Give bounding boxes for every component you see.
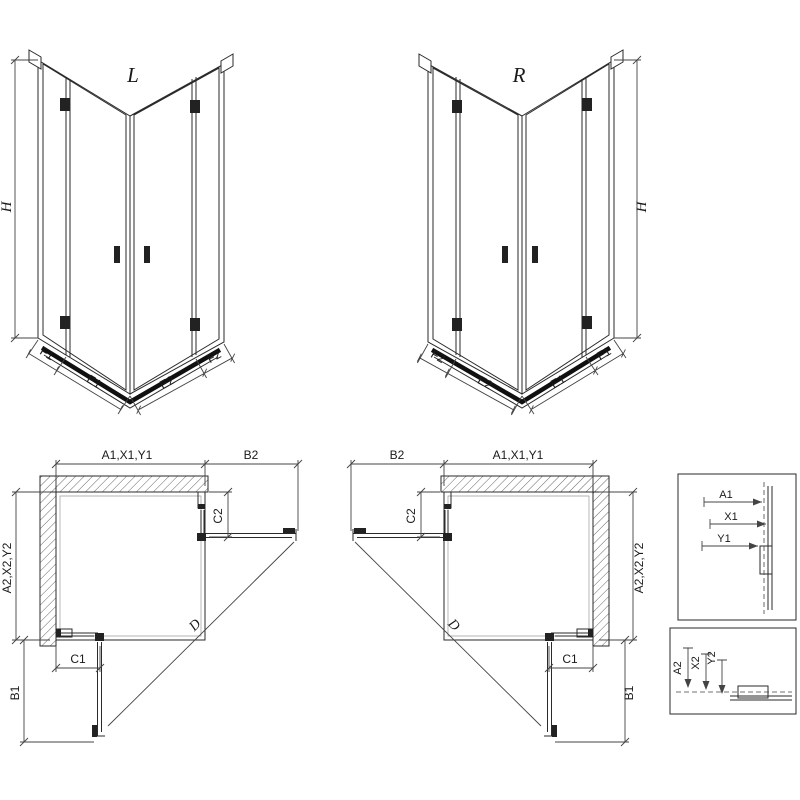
label-a2-group-right: A2,X2,Y2 [632,542,646,593]
label-x1-detail: X1 [724,511,737,523]
label-e2-left: E2 [157,373,177,393]
label-a2-detail: A2 [672,661,684,674]
label-f2-left: F2 [205,347,224,366]
shower-tray-edge [40,345,222,405]
shower-tray-edge-thin [43,354,219,409]
label-b1-left: B1 [8,685,22,700]
label-b1-right: B1 [622,685,636,700]
label-f2-right: F2 [428,347,447,366]
label-a2-group-left: A2,X2,Y2 [0,542,14,593]
dimension-lines [10,55,236,416]
dimension-lines [683,647,727,692]
label-a1-detail: A1 [719,489,732,501]
dimension-arrowheads [684,679,726,694]
iso-view-left: L H F1 E1 E2 F2 [0,49,236,416]
wall-profile-section [759,486,773,610]
label-e2-right: E2 [475,373,495,393]
detail-frame [677,473,797,621]
label-a1-group-right: A1,X1,Y1 [493,448,544,462]
label-height-right: H [634,200,650,213]
label-f1-right: F1 [594,344,613,363]
tray-outline [443,491,594,641]
tray-inner-rim [59,495,202,637]
label-c2-right: C2 [404,508,418,524]
label-f1-left: F1 [37,344,56,363]
shower-tray-edge-thin [433,354,609,409]
plan-view-right: B2 A1,X1,Y1 C2 A2,X2,Y2 B1 C1 D [346,448,646,747]
label-height-left: H [0,200,15,213]
detail-box-bottom: A2 X2 Y2 [669,627,797,715]
label-y1-detail: Y1 [717,533,730,545]
glass-panels-outline [427,59,615,395]
dimension-lines [11,459,303,747]
label-e1-left: E1 [84,372,104,392]
shower-tray-edge [430,345,612,405]
detail-box-top: A1 X1 Y1 [677,473,797,621]
label-c2-left: C2 [211,508,225,524]
tray-outline [55,491,206,641]
plan-view-left: A1,X1,Y1 B2 C2 A2,X2,Y2 B1 C1 D [0,448,303,747]
label-e1-right: E1 [548,372,568,392]
view-label-left: L [126,63,139,87]
dimension-arrowheads [749,498,766,550]
label-x2-detail: X2 [690,656,702,669]
dimension-lines [416,55,642,416]
glass-panels-outline [37,59,225,395]
label-a1-group-left: A1,X1,Y1 [102,448,153,462]
iso-view-right: R H F2 E2 E1 F1 [416,49,650,416]
label-c1-left: C1 [70,652,86,666]
top-wall-profiles [418,49,624,74]
dimension-lines [346,459,638,747]
label-c1-right: C1 [562,652,578,666]
label-b2-right: B2 [390,448,405,462]
top-wall-profiles [28,49,234,74]
label-y2-detail: Y2 [706,651,718,664]
dimension-lines [701,497,766,551]
view-label-right: R [512,63,526,87]
detail-frame [669,627,797,715]
label-b2-left: B2 [244,448,259,462]
tray-profile-section [730,685,792,701]
